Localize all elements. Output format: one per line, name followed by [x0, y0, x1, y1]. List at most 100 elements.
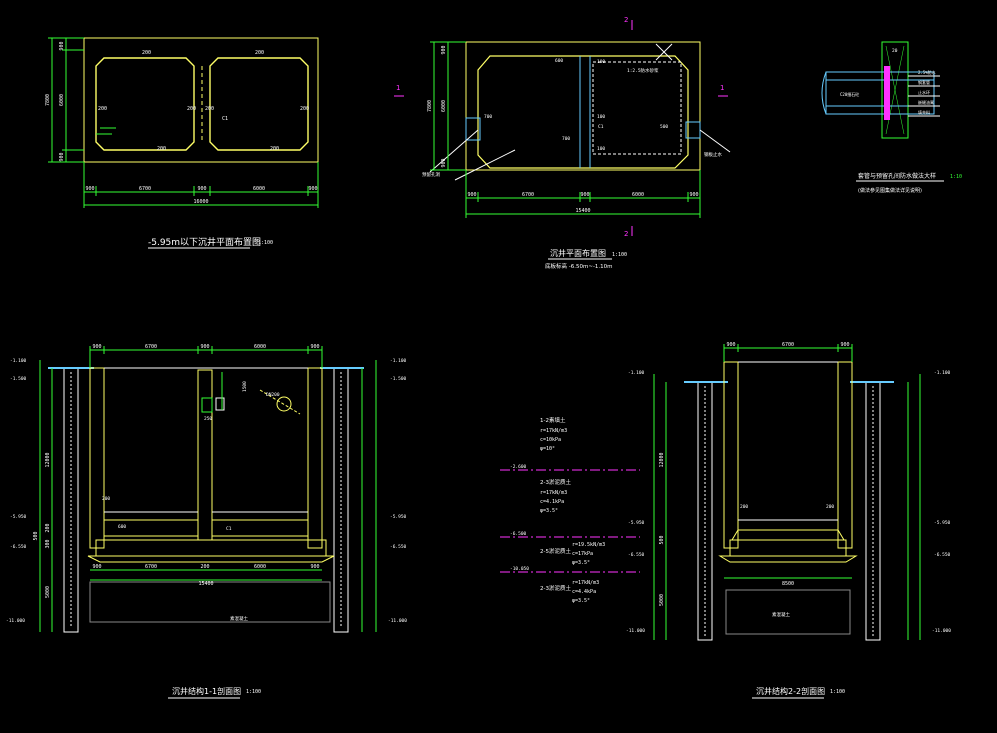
section-22-view[interactable]: 素混凝土 200 200 900 6700 900 8500 -1.100 -5…	[626, 342, 951, 699]
soil-prop: φ=3.5°	[540, 508, 558, 514]
soil-layer-name: 2-3淤泥质土	[540, 584, 571, 592]
detail-note: 钢套管	[918, 79, 930, 85]
section-mark-1-left: 1	[396, 84, 400, 92]
svg-text:200: 200	[45, 523, 51, 532]
plan-main-label: 700	[484, 114, 492, 120]
section-22-title: 沉井结构2-2剖面图	[756, 686, 825, 696]
plan-main-note: 钢板止水	[704, 151, 722, 158]
soil-prop: r=17kN/m3	[540, 490, 567, 496]
soil-prop: r=17kN/m3	[572, 580, 599, 586]
plan-main-left-dimension: 900 6000 900 7800	[427, 41, 466, 171]
plan-main-inner-wall	[477, 55, 689, 169]
plan-main-note: 预留孔洞	[422, 171, 440, 178]
plan-595-label: 200	[142, 50, 151, 56]
soil-level: -10.050	[510, 566, 529, 572]
svg-text:-1.100: -1.100	[10, 358, 27, 364]
svg-text:900: 900	[689, 192, 698, 198]
plan-595-right-chamber	[209, 57, 309, 151]
detail-note: 填充料	[918, 109, 930, 115]
soil-prop: c=4.4kPa	[572, 589, 596, 595]
svg-text:-5.950: -5.950	[934, 520, 951, 526]
svg-text:900: 900	[59, 41, 65, 50]
svg-text:500: 500	[659, 535, 665, 544]
soil-prop: r=17kN/m3	[540, 428, 567, 434]
plan-main-label: 600	[555, 58, 563, 64]
svg-text:900: 900	[441, 45, 447, 54]
svg-text:6700: 6700	[145, 344, 157, 350]
svg-text:900: 900	[310, 344, 319, 350]
soil-layer-name: 2-3淤泥质土	[540, 478, 571, 486]
svg-text:900: 900	[840, 342, 849, 348]
svg-text:300: 300	[45, 539, 51, 548]
detail-note: 20	[892, 48, 898, 54]
plan-595-view[interactable]: 200 200 200 200 200 200 200 200 C1 900 6…	[45, 37, 319, 249]
plan-main-pipe-left	[465, 117, 481, 141]
plan-main-view[interactable]: 100 100 100 C1 1:2.5防水砂浆 预留孔洞 钢板止水 600 7…	[394, 16, 731, 270]
detail-view[interactable]: 20 2.5%防水 钢套管 止水环 嵌缝油膏 填充料 C20细石砼 套管与预留孔…	[821, 41, 962, 194]
detail-wall	[881, 41, 909, 139]
section-mark-1-right: 1	[720, 84, 724, 92]
section-11-opening	[201, 397, 213, 413]
plan-main-note: 100	[597, 59, 605, 65]
plan-main-leader	[699, 129, 731, 153]
soil-prop: c=10kPa	[540, 437, 561, 443]
plan-main-corner-mark	[655, 43, 673, 61]
section-11-top-dimension: 900 6700 900 6000 900	[89, 344, 323, 368]
section-22-scale: 1:100	[830, 689, 845, 695]
svg-text:900: 900	[59, 152, 65, 161]
svg-text:900: 900	[580, 192, 589, 198]
plan-595-left-chamber	[95, 57, 195, 151]
section-11-fill-zone	[89, 581, 331, 623]
svg-text:200: 200	[200, 564, 209, 570]
plan-595-label: 200	[187, 106, 196, 112]
svg-text:6000: 6000	[253, 186, 265, 192]
svg-text:-6.550: -6.550	[628, 552, 645, 558]
plan-595-label: 200	[157, 146, 166, 152]
soil-prop: c=4.1kPa	[540, 499, 564, 505]
svg-text:-1.500: -1.500	[10, 376, 27, 382]
detail-note: 止水环	[918, 89, 930, 95]
section-11-note: 250	[204, 416, 212, 422]
soil-profile[interactable]: -2.600 -6.500 -10.050 1-2素填土 r=17kN/m3 c…	[500, 416, 640, 604]
soil-prop: c=17kPa	[572, 551, 593, 557]
svg-text:500: 500	[33, 531, 39, 540]
section-11-scale: 1:100	[246, 689, 261, 695]
plan-main-note: C1	[598, 124, 604, 130]
section-11-view[interactable]: 素混凝土 600 200 250 C1 1500 DN200 900 6700 …	[6, 344, 407, 699]
section-11-note: DN200	[266, 392, 280, 398]
section-mark-2-bottom: 2	[624, 230, 628, 238]
detail-pipe-inner	[825, 79, 935, 107]
soil-prop: φ=3.5°	[572, 598, 590, 604]
section-22-left-wall	[723, 361, 739, 549]
plan-main-scale: 1:100	[612, 252, 627, 258]
svg-text:900: 900	[197, 186, 206, 192]
svg-text:900: 900	[726, 342, 735, 348]
plan-595-label: 200	[255, 50, 264, 56]
svg-text:-5.950: -5.950	[390, 514, 407, 520]
svg-text:6700: 6700	[145, 564, 157, 570]
svg-text:900: 900	[92, 564, 101, 570]
svg-text:-1.100: -1.100	[390, 358, 407, 364]
section-mark-2-top: 2	[624, 16, 628, 24]
svg-text:-1.100: -1.100	[934, 370, 951, 376]
plan-main-label: 700	[562, 136, 570, 142]
section-11-note: 素混凝土	[230, 615, 248, 622]
plan-main-leader	[454, 149, 516, 181]
plan-595-scale: 1:100	[258, 240, 273, 246]
svg-text:-11.000: -11.000	[932, 628, 951, 634]
section-11-note: C1	[226, 526, 232, 532]
section-11-slab-left	[103, 519, 199, 537]
svg-text:-5.950: -5.950	[628, 520, 645, 526]
plan-595-left-dimension: 900 6000 900 7800	[45, 37, 84, 163]
svg-text:7800: 7800	[45, 94, 51, 106]
svg-text:15400: 15400	[575, 208, 590, 214]
detail-pipe-end	[821, 71, 827, 115]
detail-note: 嵌缝油膏	[918, 99, 934, 105]
soil-level: -6.500	[510, 531, 527, 537]
soil-level: -2.600	[510, 464, 527, 470]
section-22-right-wall	[837, 361, 853, 549]
plan-main-label: 500	[660, 124, 668, 130]
svg-text:900: 900	[467, 192, 476, 198]
